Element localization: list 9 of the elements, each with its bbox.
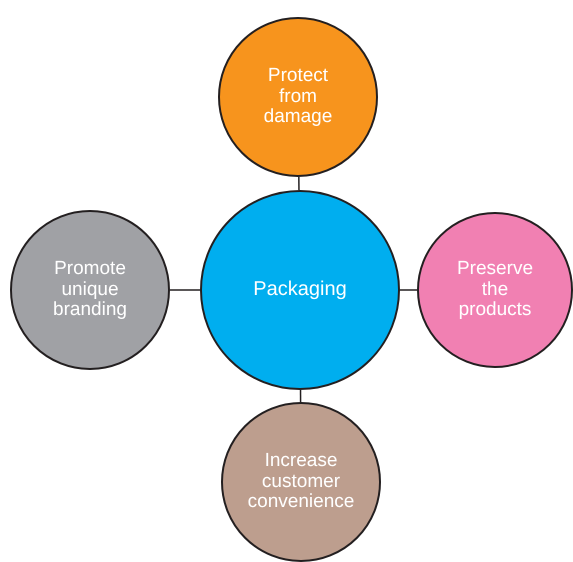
node-label: Protect from damage: [262, 66, 334, 128]
node-label: Promote unique branding: [52, 259, 128, 321]
node-label: Preserve the products: [456, 259, 534, 321]
node-label: Packaging: [253, 279, 347, 301]
connector-line: [170, 289, 200, 291]
connector-line: [400, 289, 417, 291]
node-label: Increase customer convenience: [246, 451, 356, 513]
connector-line: [300, 390, 302, 402]
connector-line: [298, 176, 300, 190]
